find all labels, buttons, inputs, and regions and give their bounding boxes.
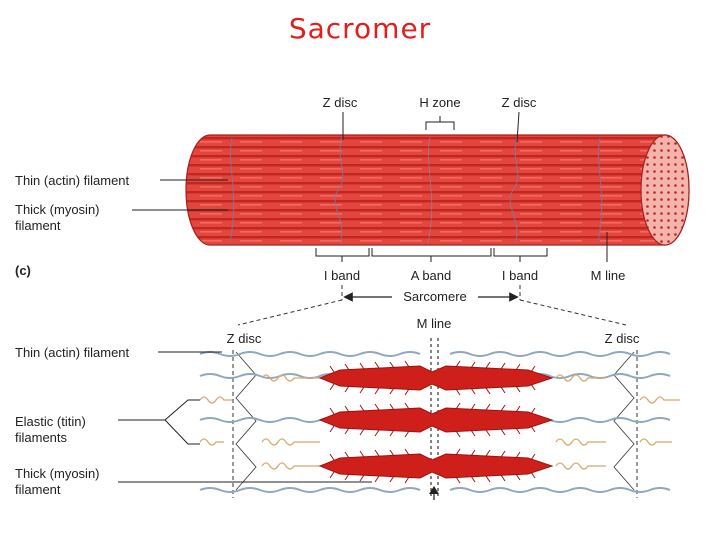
label-i-band-left: I band (324, 268, 360, 283)
panel-label: (c) (15, 263, 31, 278)
label-m-line-top: M line (591, 268, 626, 283)
z-disc-lines (232, 350, 638, 498)
label-z-disc-bottom-left: Z disc (227, 331, 262, 346)
label-thick-2: filament (15, 482, 61, 497)
label-m-line-bottom: M line (417, 316, 452, 331)
label-z-disc-top-left: Z disc (323, 95, 358, 110)
band-brackets (315, 248, 548, 262)
label-thick-filament-top-2: filament (15, 218, 61, 233)
label-h-zone: H zone (419, 95, 460, 110)
label-sarcomere: Sarcomere (403, 289, 467, 304)
m-line-pointer (429, 486, 439, 500)
label-i-band-right: I band (502, 268, 538, 283)
label-elastic-1: Elastic (titin) (15, 414, 86, 429)
myofibril-cylinder (185, 134, 690, 246)
bottom-leader-lines (118, 351, 372, 483)
myosin-heads (329, 360, 536, 484)
myosin-filaments (318, 365, 554, 479)
zoom-guides (237, 285, 627, 326)
label-thick-1: Thick (myosin) (15, 466, 100, 481)
m-line-boundary (427, 136, 433, 244)
slide-title: Sacromer (288, 12, 432, 45)
label-z-disc-bottom-right: Z disc (605, 331, 640, 346)
label-thin-filament-bottom: Thin (actin) filament (15, 345, 130, 360)
z-disc-boundaries (229, 136, 603, 244)
top-leader-lines (132, 111, 608, 262)
cross-section (640, 134, 690, 246)
label-thick-filament-top-1: Thick (myosin) (15, 202, 100, 217)
label-z-disc-top-right: Z disc (502, 95, 537, 110)
label-a-band: A band (411, 268, 452, 283)
label-thin-filament-top: Thin (actin) filament (15, 173, 130, 188)
label-elastic-2: filaments (15, 430, 68, 445)
titin-filaments (199, 374, 680, 470)
